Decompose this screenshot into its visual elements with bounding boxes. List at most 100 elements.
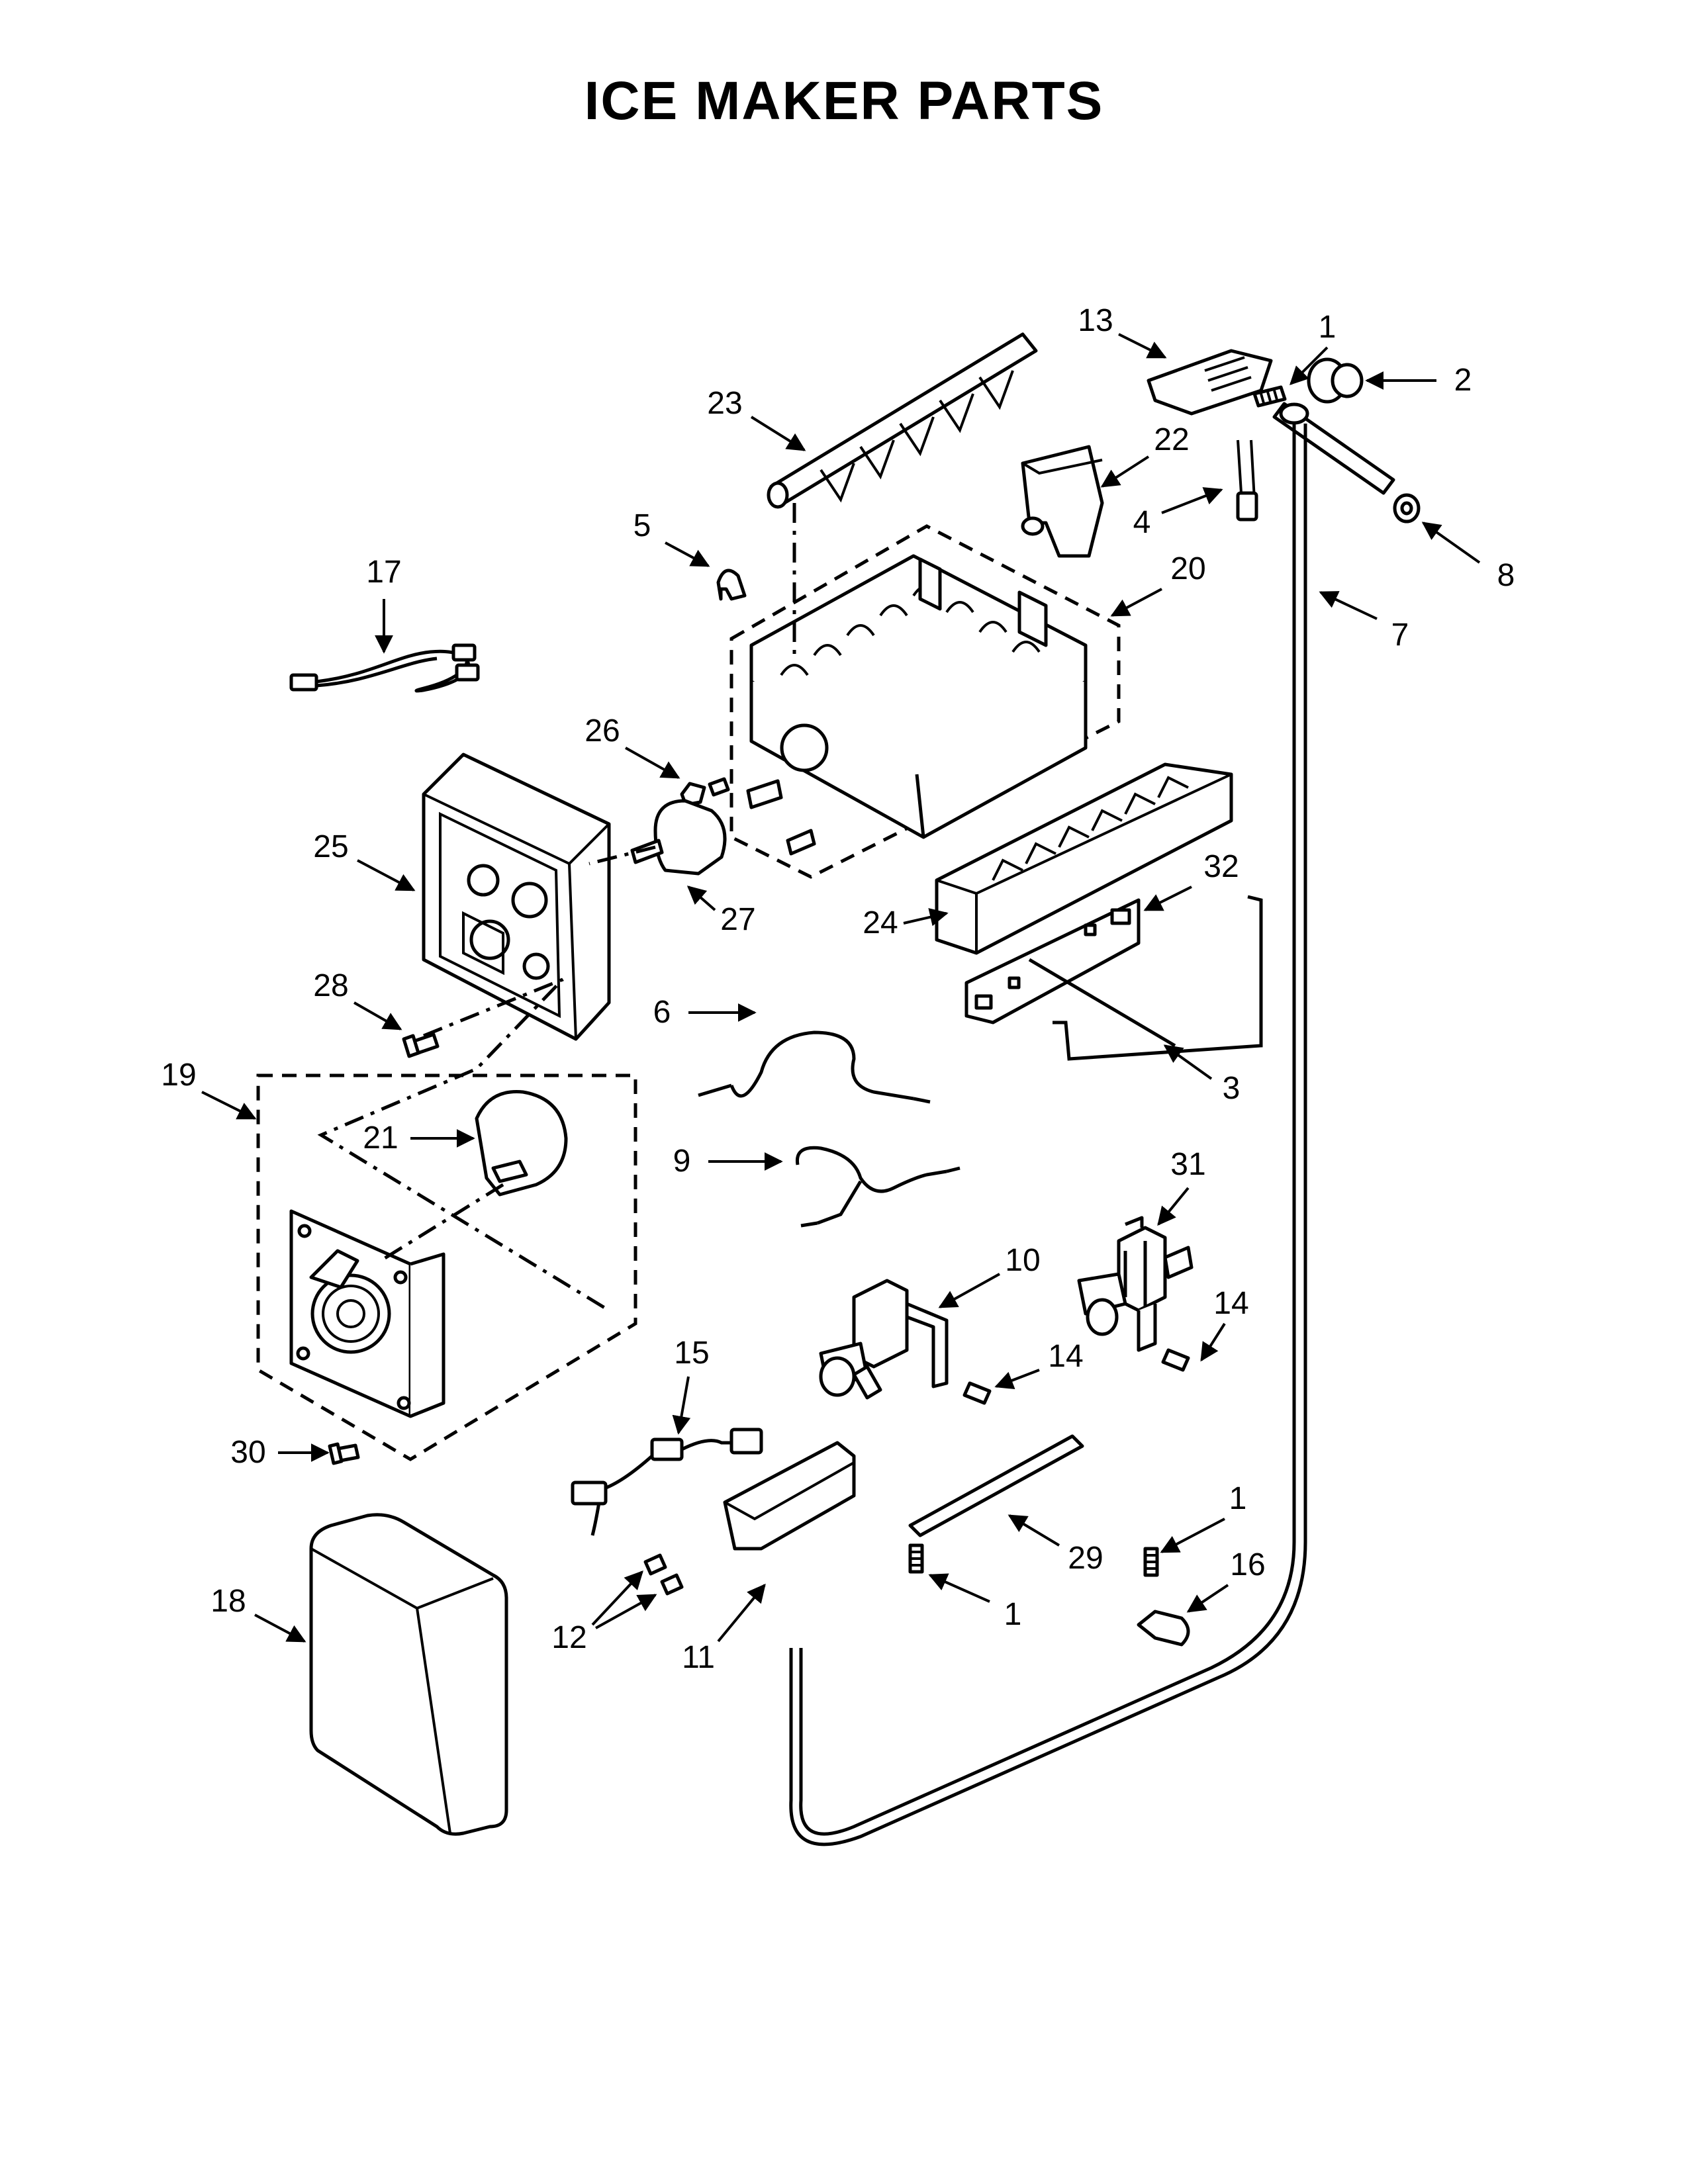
callout-16: 16 [1186, 1547, 1266, 1613]
svg-text:3: 3 [1223, 1071, 1241, 1106]
part-1-screw-mid [908, 1543, 924, 1574]
svg-text:4: 4 [1133, 505, 1151, 540]
part-18-cover [309, 1513, 508, 1836]
part-32-bracket [964, 898, 1141, 1024]
part-4-jumper [1236, 439, 1258, 522]
part-23-ejector [767, 332, 1038, 509]
callout-23: 23 [707, 386, 806, 451]
part-2-fitting [1307, 357, 1364, 404]
callout-7: 7 [1319, 591, 1409, 653]
svg-text:8: 8 [1497, 558, 1515, 593]
callout-6: 6 [653, 995, 757, 1030]
svg-text:30: 30 [230, 1435, 265, 1470]
part-29-strip [908, 1434, 1084, 1537]
callout-1-right: 1 [1160, 1481, 1247, 1553]
page-title: ICE MAKER PARTS [585, 71, 1104, 131]
callout-12: 12 [551, 1570, 657, 1655]
callout-4: 4 [1133, 487, 1223, 540]
svg-text:11: 11 [682, 1640, 715, 1675]
part-13-bracket [1147, 349, 1273, 416]
svg-text:32: 32 [1203, 849, 1239, 884]
svg-text:10: 10 [1005, 1243, 1040, 1278]
part-21-motor [475, 1090, 568, 1197]
svg-text:1: 1 [1229, 1481, 1247, 1516]
svg-text:14: 14 [1213, 1286, 1248, 1321]
svg-text:18: 18 [211, 1584, 246, 1619]
part-16-clamp [1137, 1610, 1190, 1647]
svg-text:31: 31 [1170, 1147, 1205, 1182]
callout-19: 19 [161, 1058, 257, 1120]
callout-9: 9 [673, 1144, 783, 1179]
callout-15: 15 [672, 1336, 710, 1435]
part-14-screw-b [1161, 1348, 1190, 1372]
callout-32: 32 [1143, 849, 1239, 911]
svg-text:16: 16 [1230, 1547, 1265, 1582]
callout-21: 21 [363, 1120, 475, 1156]
alignment-lines [317, 503, 796, 1312]
svg-text:23: 23 [707, 386, 742, 421]
part-1-screw-top [1252, 385, 1287, 408]
part-24-strip [935, 762, 1233, 955]
svg-text:15: 15 [674, 1336, 709, 1371]
callout-20: 20 [1110, 551, 1206, 617]
part-19-module [256, 1073, 637, 1461]
callout-24: 24 [863, 905, 949, 940]
part-20-ice-maker-mold [729, 524, 1121, 879]
part-17-wire-harness [289, 643, 480, 693]
part-22-bin [1021, 445, 1104, 558]
svg-text:14: 14 [1048, 1339, 1083, 1374]
callout-11: 11 [682, 1583, 766, 1675]
part-15-harness [571, 1428, 763, 1536]
svg-text:1: 1 [1004, 1597, 1022, 1632]
part-30-screw [328, 1442, 360, 1465]
svg-text:29: 29 [1068, 1541, 1103, 1576]
svg-text:21: 21 [363, 1120, 398, 1156]
callout-14a: 14 [994, 1339, 1084, 1390]
part-5-clip [716, 569, 747, 601]
callout-26: 26 [585, 713, 680, 779]
callout-10: 10 [938, 1243, 1041, 1308]
svg-text:24: 24 [863, 905, 898, 940]
callout-31: 31 [1157, 1147, 1206, 1226]
part-28-screw [402, 1032, 440, 1058]
part-10-valve [819, 1279, 949, 1400]
svg-text:2: 2 [1454, 363, 1472, 398]
svg-text:19: 19 [161, 1058, 196, 1093]
callout-25: 25 [313, 829, 416, 891]
svg-text:5: 5 [633, 508, 651, 543]
svg-text:22: 22 [1154, 422, 1189, 457]
callout-14b: 14 [1200, 1286, 1249, 1362]
svg-text:27: 27 [720, 902, 755, 937]
part-8-washer [1393, 493, 1421, 523]
callout-22: 22 [1100, 422, 1190, 488]
svg-text:1: 1 [1319, 310, 1336, 345]
part-fill-cup-tube [1272, 402, 1395, 495]
callout-29: 29 [1008, 1514, 1103, 1576]
svg-text:9: 9 [673, 1144, 691, 1179]
svg-text:26: 26 [585, 713, 620, 749]
part-14-screw-a [962, 1381, 992, 1405]
callout-3: 3 [1163, 1044, 1241, 1106]
part-11-bracket [723, 1441, 856, 1551]
callout-2: 2 [1365, 363, 1472, 398]
svg-text:20: 20 [1170, 551, 1205, 586]
part-9-tube [795, 1146, 961, 1228]
part-31-valve [1077, 1216, 1194, 1352]
svg-text:12: 12 [551, 1620, 586, 1655]
callout-17: 17 [366, 555, 402, 654]
callout-30: 30 [230, 1435, 330, 1470]
part-1-screw-right [1143, 1547, 1159, 1577]
svg-text:7: 7 [1391, 617, 1409, 653]
svg-text:13: 13 [1078, 303, 1113, 338]
svg-text:6: 6 [653, 995, 671, 1030]
svg-text:28: 28 [313, 968, 348, 1003]
part-7-water-tube [789, 424, 1307, 1846]
part-25-housing [422, 752, 611, 1041]
callout-28: 28 [313, 968, 402, 1030]
part-6-tube [698, 1030, 931, 1104]
callout-27: 27 [686, 886, 756, 937]
callout-13: 13 [1078, 303, 1167, 359]
callout-18: 18 [211, 1584, 306, 1643]
callout-1-top: 1 [1289, 310, 1336, 385]
callout-5: 5 [633, 508, 710, 567]
